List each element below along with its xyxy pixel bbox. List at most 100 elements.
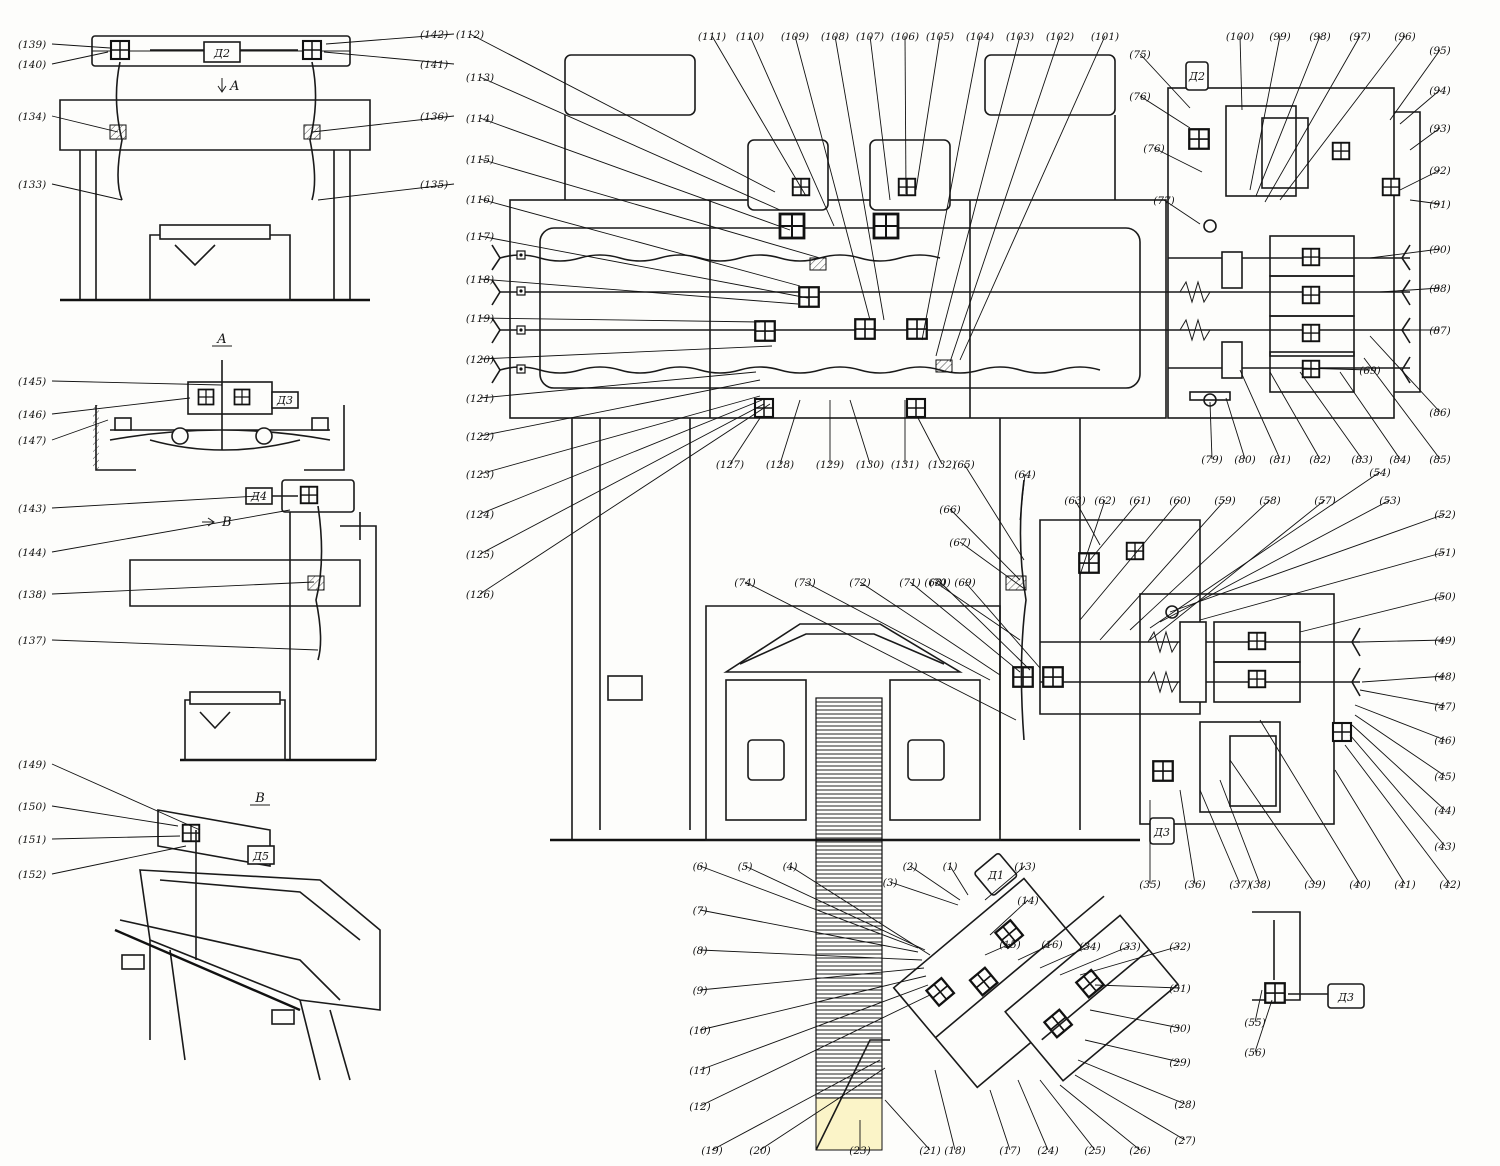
leader-line	[934, 1069, 956, 1151]
callout-label: (68)	[924, 577, 946, 589]
leader-line	[935, 35, 1021, 357]
callout-label: (11)	[689, 1065, 711, 1077]
callout-label: (17)	[999, 1145, 1021, 1157]
callout-label: (46)	[1434, 735, 1456, 747]
callout-label: (50)	[1434, 591, 1456, 603]
callout-label: (69)	[1359, 365, 1381, 377]
callout-label: (92)	[1429, 165, 1451, 177]
callout-label: (76)	[1143, 143, 1165, 155]
callout-label: (119)	[466, 313, 494, 325]
leader-line	[729, 417, 761, 465]
middle-gearbox: Д3	[1005, 479, 1361, 845]
callout-label: (31)	[1169, 983, 1191, 995]
callout-label: (4)	[783, 861, 798, 873]
leader-line	[51, 115, 119, 133]
leader-line	[789, 865, 931, 956]
leader-line	[1354, 704, 1446, 741]
callout-label: (101)	[1091, 31, 1119, 43]
leader-line	[1084, 1039, 1181, 1063]
leader-line	[1359, 639, 1446, 643]
callout-label: (45)	[1434, 771, 1456, 783]
leader-line	[1269, 371, 1321, 460]
leader-line	[1254, 999, 1273, 1053]
callout-label: (43)	[1434, 841, 1456, 853]
leader-line	[959, 35, 1106, 361]
rotated-drive: Д1	[892, 853, 1180, 1089]
leader-line	[949, 865, 969, 896]
callout-label: (40)	[1349, 879, 1371, 891]
leader-line	[849, 399, 871, 465]
leader-line	[1349, 734, 1446, 847]
callout-label: (109)	[781, 31, 809, 43]
leader-line	[909, 581, 1021, 673]
press-front-view: Д2 A	[59, 35, 371, 302]
leader-line	[884, 1099, 931, 1151]
callout-label: (21)	[919, 1145, 941, 1157]
leader-line	[51, 805, 179, 827]
callout-label: (134)	[18, 111, 46, 123]
detail-d3: Д3	[1252, 911, 1365, 1009]
leader-line	[949, 508, 1021, 581]
leader-line	[699, 909, 919, 953]
callout-label: (58)	[1259, 495, 1281, 507]
callout-label: (25)	[1084, 1145, 1106, 1157]
leader-line	[1279, 35, 1406, 201]
leader-line	[959, 541, 1027, 591]
arrow-b-label: B	[221, 515, 232, 530]
callout-label: (138)	[18, 589, 46, 601]
leader-line	[804, 581, 991, 681]
leader-line	[323, 51, 455, 65]
callout-label: (9)	[693, 985, 708, 997]
callout-label: (96)	[1394, 31, 1416, 43]
callout-label: (67)	[949, 537, 971, 549]
leader-line	[1153, 147, 1203, 173]
callout-label: (125)	[466, 549, 494, 561]
callout-label: (6)	[693, 861, 708, 873]
callout-label: (151)	[18, 834, 46, 846]
callout-label: (127)	[716, 459, 744, 471]
callout-label: (152)	[18, 869, 46, 881]
leader-line	[949, 35, 1061, 363]
leader-line	[325, 33, 455, 45]
motor-d5-label: Д5	[252, 850, 269, 863]
callout-label: (65)	[953, 459, 975, 471]
leader-line	[1139, 95, 1191, 129]
leader-line	[699, 994, 931, 1107]
callout-label: (86)	[1429, 407, 1451, 419]
leader-line	[1074, 1074, 1186, 1141]
leader-line	[779, 399, 801, 465]
leader-line	[1239, 369, 1281, 460]
leader-line	[869, 35, 891, 201]
leader-line	[1077, 1059, 1186, 1105]
callout-label: (90)	[1429, 244, 1451, 256]
leader-line	[934, 581, 1021, 641]
callout-labels: (1)(2)(3)(4)(5)(6)(7)(8)(9)(10)(11)(12)(…	[18, 29, 1461, 1157]
callout-label: (121)	[466, 393, 494, 405]
callout-label: (111)	[698, 31, 726, 43]
press-side-view: Д4 B	[129, 479, 377, 762]
callout-label: (54)	[1369, 467, 1391, 479]
callout-label: (52)	[1434, 509, 1456, 521]
leader-line	[1149, 471, 1381, 629]
leader-line	[963, 463, 1025, 561]
leader-line	[1089, 1009, 1181, 1029]
view-a-section: A Д3	[93, 332, 345, 471]
callout-label: (126)	[466, 589, 494, 601]
callout-label: (81)	[1269, 454, 1291, 466]
leader-line	[1299, 595, 1446, 633]
callout-label: (56)	[1244, 1047, 1266, 1059]
callout-label: (80)	[1234, 454, 1256, 466]
leader-line	[915, 35, 941, 191]
callout-label: (8)	[693, 945, 708, 957]
callout-label: (120)	[466, 354, 494, 366]
leader-line	[1239, 35, 1243, 111]
leader-line	[1074, 499, 1101, 546]
callout-label: (18)	[944, 1145, 966, 1157]
callout-label: (85)	[1429, 454, 1451, 466]
leader-line	[51, 581, 315, 595]
callout-label: (108)	[821, 31, 849, 43]
callout-label: (42)	[1439, 879, 1461, 891]
leader-line	[699, 865, 919, 949]
